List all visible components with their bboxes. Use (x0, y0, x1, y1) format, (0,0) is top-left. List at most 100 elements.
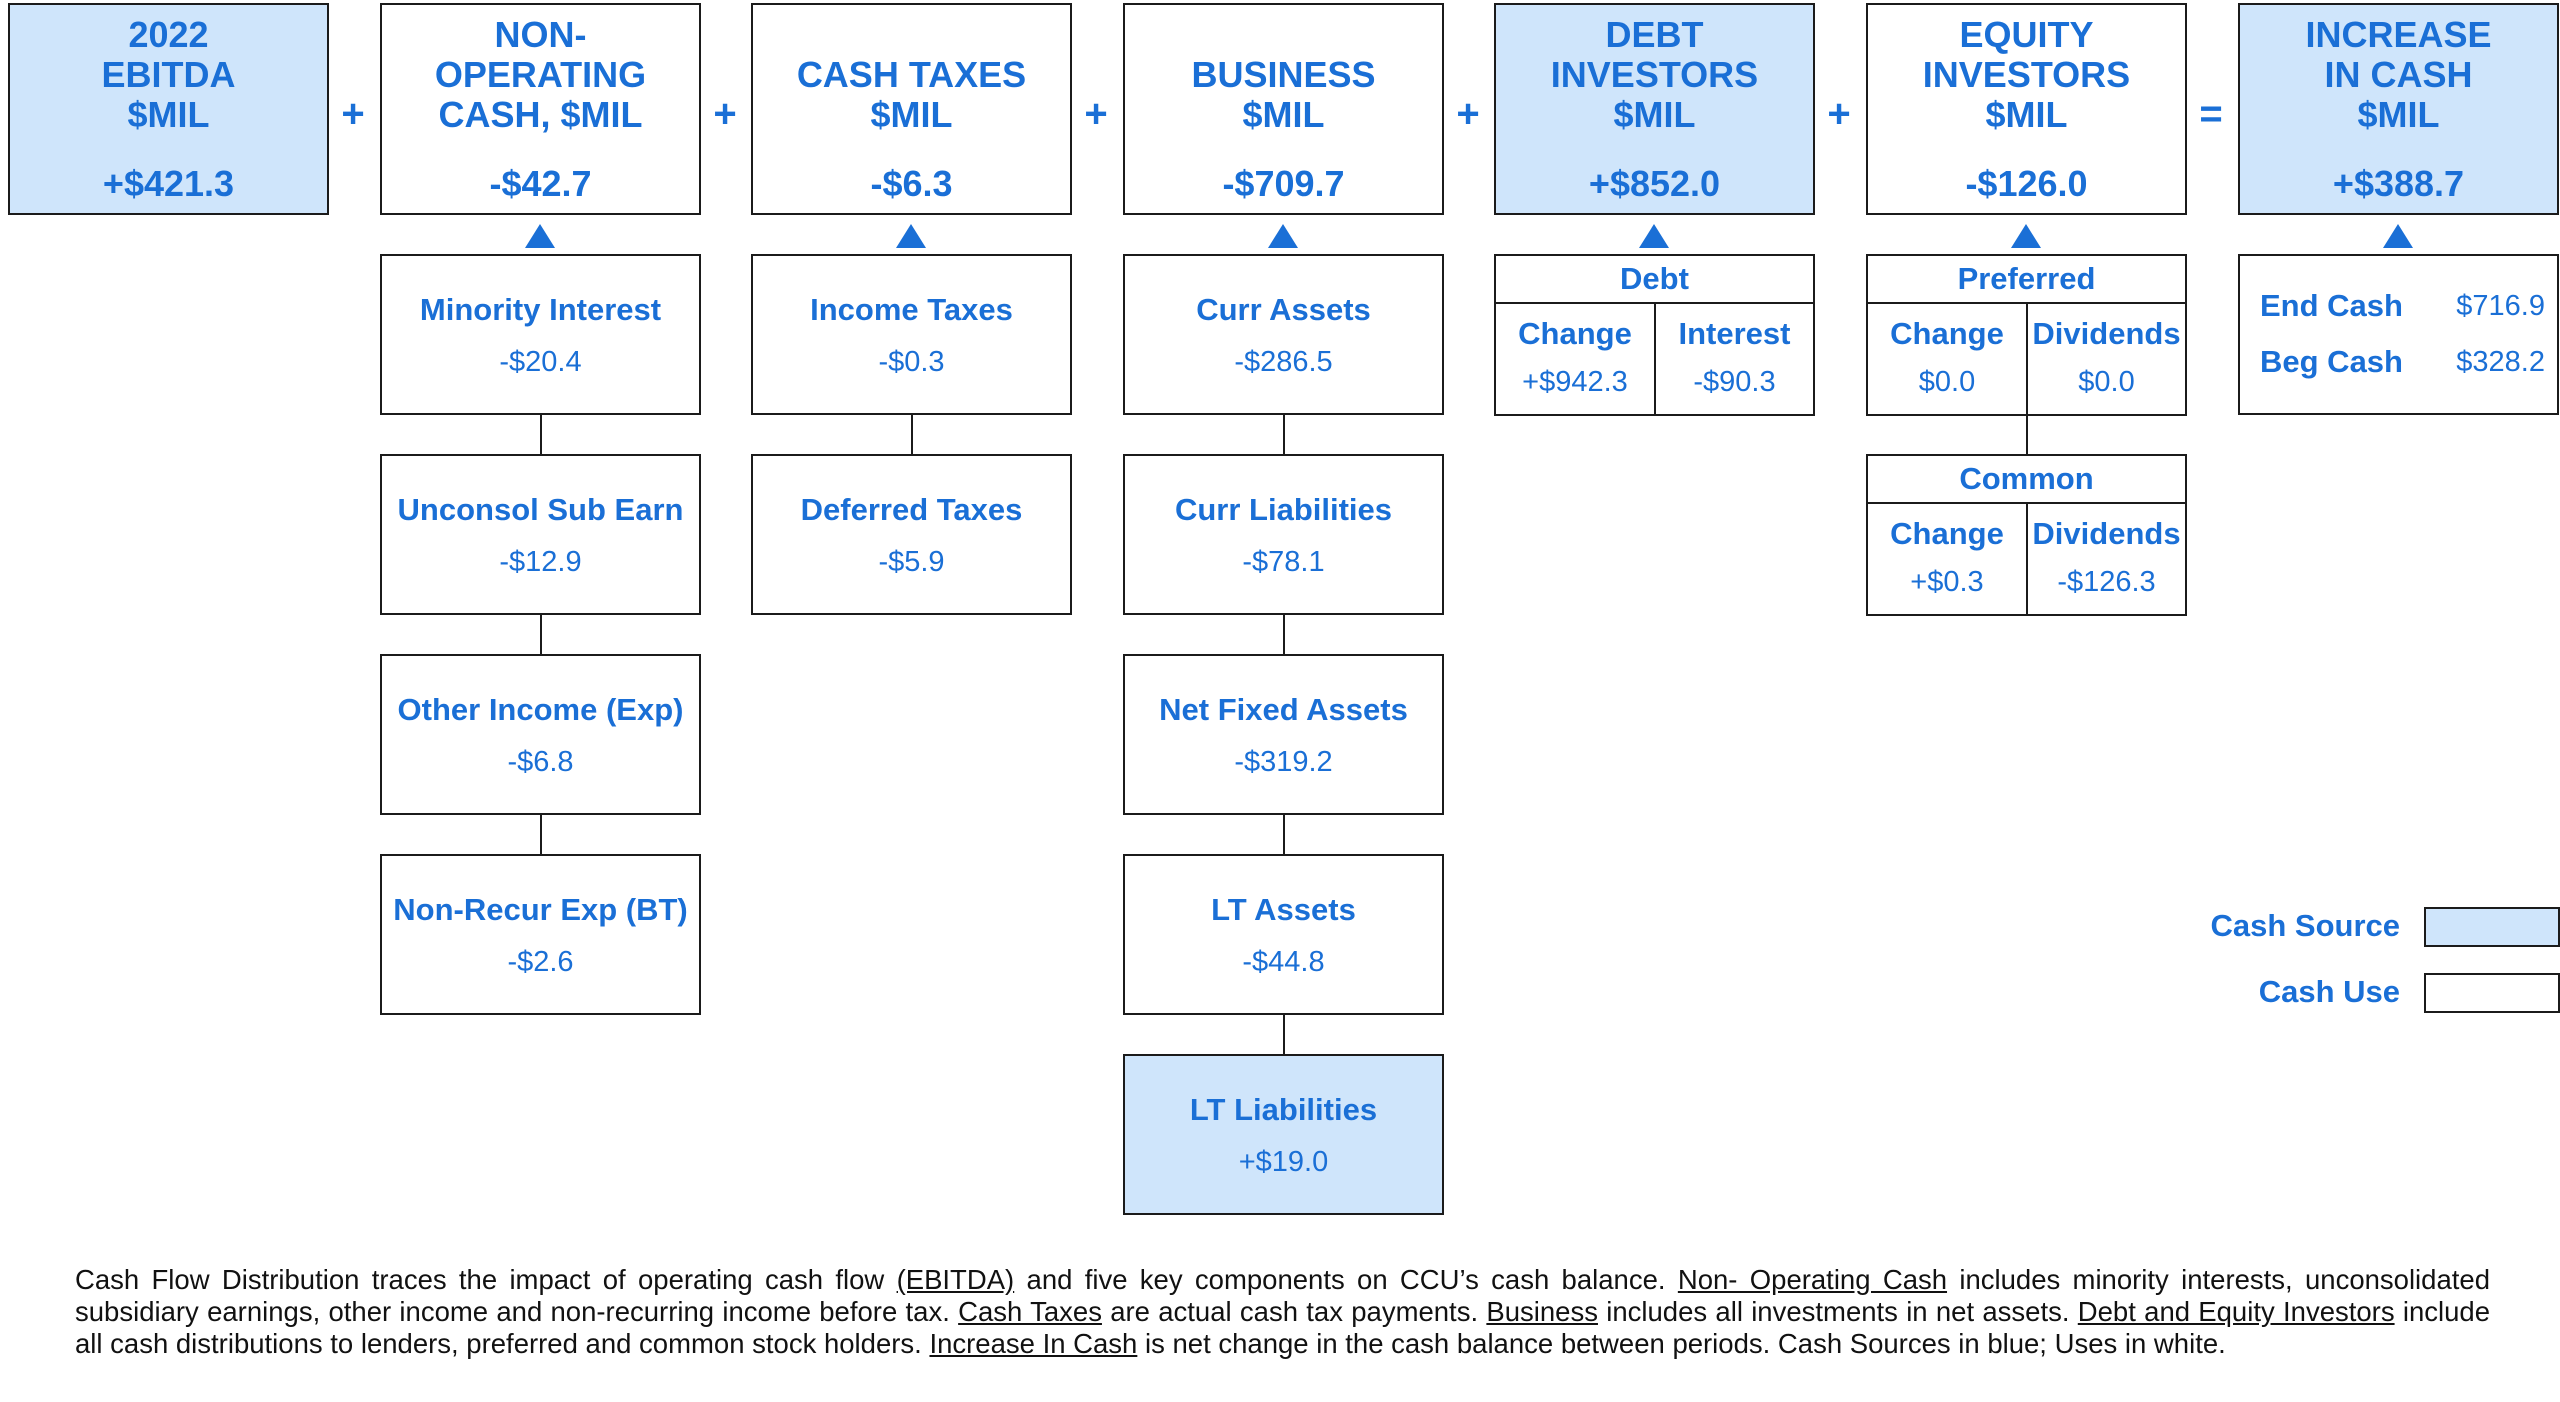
end-cash-label: End Cash (2260, 288, 2403, 323)
header-ebitda: 2022 EBITDA $MIL +$421.3 (8, 3, 329, 215)
arrow-up-icon (525, 224, 555, 248)
header-ebitda-title: 2022 EBITDA $MIL (101, 14, 236, 135)
operator-plus: + (1827, 92, 1851, 136)
operator-plus: + (713, 92, 737, 136)
cash-taxes-item: Deferred Taxes -$5.9 (751, 454, 1072, 615)
header-non-operating: NON- OPERATING CASH, $MIL -$42.7 (380, 3, 701, 215)
connector-line (911, 415, 913, 454)
footnote-text: includes all investments in net assets. (1597, 1296, 2078, 1327)
cash-taxes-item: Income Taxes -$0.3 (751, 254, 1072, 415)
connector-line (1283, 615, 1285, 654)
preferred-dividends-label: Dividends (2032, 316, 2181, 351)
common-dividends-value: -$126.3 (2057, 566, 2156, 598)
item-value: -$78.1 (1242, 546, 1325, 578)
header-debt-investors-value: +$852.0 (1588, 163, 1721, 204)
end-cash-value: $716.9 (2456, 290, 2545, 322)
legend-use-label: Cash Use (2258, 974, 2400, 1009)
item-label: Non-Recur Exp (BT) (393, 892, 688, 927)
item-label: Other Income (Exp) (397, 692, 684, 727)
preferred-dividends-cell: Dividends $0.0 (2026, 302, 2187, 416)
header-equity-investors: EQUITY INVESTORS $MIL -$126.0 (1866, 3, 2187, 215)
footnote-text: are actual cash tax payments. (1101, 1296, 1487, 1327)
common-change-value: +$0.3 (1910, 566, 1984, 598)
item-value: -$286.5 (1234, 346, 1333, 378)
item-label: Income Taxes (810, 292, 1013, 327)
header-debt-investors-title: DEBT INVESTORS $MIL (1550, 14, 1759, 135)
operator-plus: + (341, 92, 365, 136)
footnote: Cash Flow Distribution traces the impact… (75, 1264, 2490, 1360)
item-label: LT Assets (1211, 892, 1356, 927)
item-value: -$44.8 (1242, 946, 1325, 978)
business-item: Curr Assets -$286.5 (1123, 254, 1444, 415)
header-debt-investors: DEBT INVESTORS $MIL +$852.0 (1494, 3, 1815, 215)
common-dividends-cell: Dividends -$126.3 (2026, 502, 2187, 616)
non-operating-item: Minority Interest -$20.4 (380, 254, 701, 415)
operator-equals: = (2199, 92, 2223, 136)
connector-line (540, 615, 542, 654)
debt-interest-value: -$90.3 (1693, 366, 1776, 398)
debt-interest-cell: Interest -$90.3 (1654, 302, 1815, 416)
item-label: LT Liabilities (1189, 1092, 1378, 1127)
footnote-term: Cash Taxes (958, 1296, 1102, 1327)
header-cash-taxes-value: -$6.3 (870, 163, 953, 204)
non-operating-item: Non-Recur Exp (BT) -$2.6 (380, 854, 701, 1015)
connector-line (2026, 416, 2028, 454)
header-cash-taxes-title: CASH TAXES $MIL (796, 54, 1027, 135)
debt-table-title: Debt (1494, 254, 1815, 304)
business-item: Curr Liabilities -$78.1 (1123, 454, 1444, 615)
preferred-change-value: $0.0 (1918, 366, 1976, 398)
footnote-text: Cash Flow Distribution traces the impact… (75, 1264, 897, 1295)
arrow-up-icon (2383, 224, 2413, 248)
footnote-term: Non- Operating Cash (1677, 1264, 1948, 1295)
header-non-operating-value: -$42.7 (489, 163, 592, 204)
common-change-label: Change (1890, 516, 2004, 551)
header-non-operating-title: NON- OPERATING CASH, $MIL (434, 14, 647, 135)
beg-cash-value: $328.2 (2456, 346, 2545, 378)
footnote-term: Business (1486, 1296, 1598, 1327)
business-item-source: LT Liabilities +$19.0 (1123, 1054, 1444, 1215)
item-value: -$5.9 (878, 546, 945, 578)
legend-use-swatch (2424, 973, 2560, 1013)
connector-line (1283, 415, 1285, 454)
arrow-up-icon (1639, 224, 1669, 248)
header-business-value: -$709.7 (1222, 163, 1345, 204)
item-value: -$2.6 (507, 946, 574, 978)
operator-plus: + (1456, 92, 1480, 136)
footnote-text: includes minority interests, unconsolida… (75, 1264, 2490, 1327)
footnote-term: (EBITDA) (896, 1264, 1015, 1295)
debt-change-value: +$942.3 (1522, 366, 1628, 398)
legend-source-label: Cash Source (2210, 908, 2400, 943)
arrow-up-icon (896, 224, 926, 248)
header-cash-taxes: CASH TAXES $MIL -$6.3 (751, 3, 1072, 215)
preferred-change-cell: Change $0.0 (1866, 302, 2028, 416)
footnote-text: is net change in the cash balance betwee… (1137, 1328, 2226, 1359)
footnote-text: and five key components on CCU’s cash ba… (1014, 1264, 1678, 1295)
arrow-up-icon (2011, 224, 2041, 248)
debt-change-label: Change (1518, 316, 1632, 351)
header-ebitda-value: +$421.3 (102, 163, 235, 204)
debt-change-cell: Change +$942.3 (1494, 302, 1656, 416)
header-increase-in-cash: INCREASE IN CASH $MIL +$388.7 (2238, 3, 2559, 215)
header-increase-in-cash-value: +$388.7 (2332, 163, 2465, 204)
common-change-cell: Change +$0.3 (1866, 502, 2028, 616)
preferred-dividends-value: $0.0 (2078, 366, 2135, 398)
item-label: Minority Interest (419, 292, 662, 327)
non-operating-item: Other Income (Exp) -$6.8 (380, 654, 701, 815)
header-increase-in-cash-title: INCREASE IN CASH $MIL (2305, 14, 2492, 135)
business-item: Net Fixed Assets -$319.2 (1123, 654, 1444, 815)
preferred-change-label: Change (1890, 316, 2004, 351)
item-value: -$20.4 (499, 346, 582, 378)
item-label: Curr Assets (1196, 292, 1371, 327)
footnote-term: Debt and Equity Investors (2077, 1296, 2395, 1327)
beg-cash-label: Beg Cash (2260, 344, 2403, 379)
cash-balance-box: End Cash $716.9 Beg Cash $328.2 (2238, 254, 2559, 415)
connector-line (1283, 1015, 1285, 1054)
item-value: -$12.9 (499, 546, 582, 578)
connector-line (1283, 815, 1285, 854)
item-value: +$19.0 (1238, 1146, 1329, 1178)
debt-interest-label: Interest (1678, 316, 1791, 351)
item-value: -$319.2 (1234, 746, 1333, 778)
header-equity-investors-value: -$126.0 (1965, 163, 2088, 204)
header-business-title: BUSINESS $MIL (1191, 54, 1376, 135)
item-label: Deferred Taxes (800, 492, 1023, 527)
